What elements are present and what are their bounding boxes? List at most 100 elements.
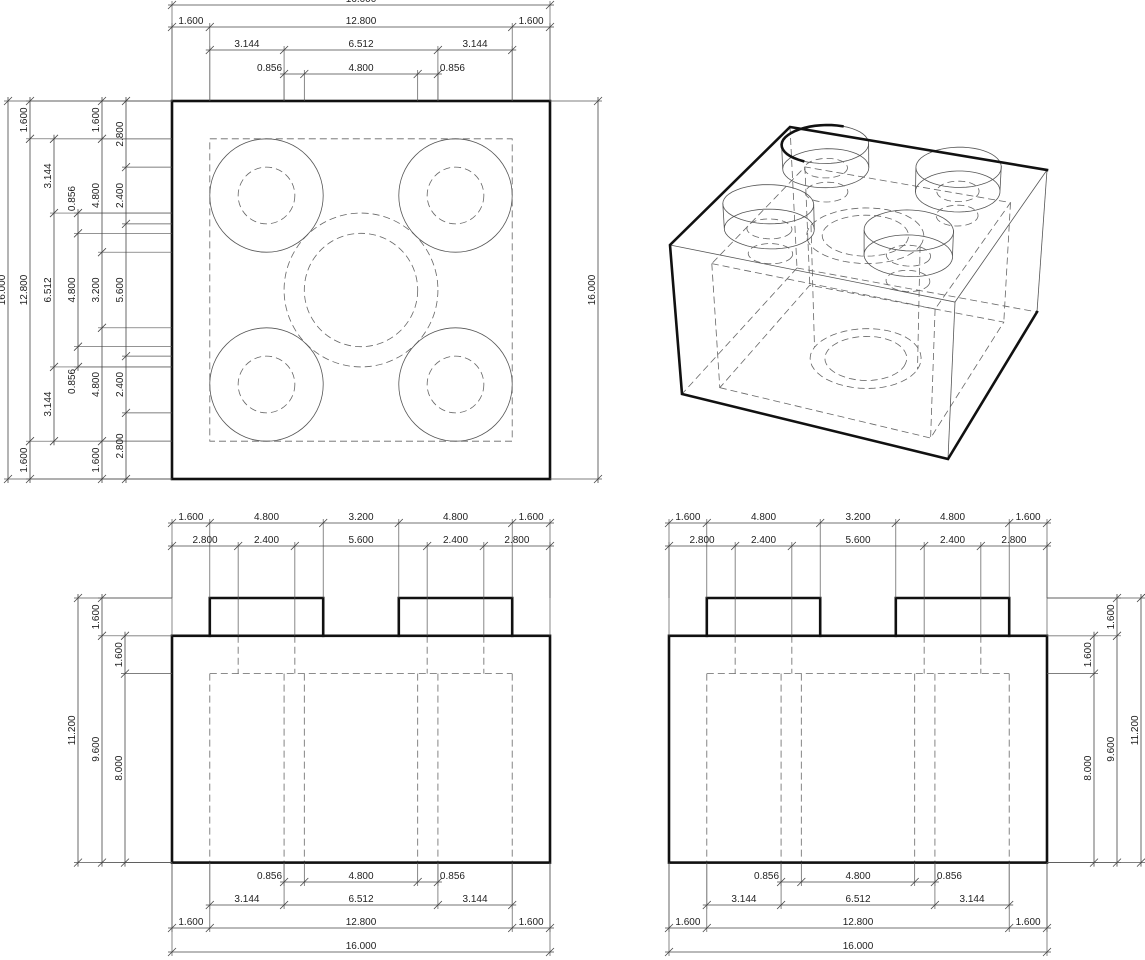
dimension-tick: [205, 923, 215, 933]
dimension-tick: [205, 22, 215, 32]
hidden-edge: [796, 267, 1038, 313]
stud-side: [999, 166, 1002, 191]
dimension-tick: [49, 134, 59, 144]
dimension-label: 3.144: [731, 894, 756, 905]
dimension-label: 11.200: [67, 715, 78, 745]
brick-outline: [170, 99, 552, 481]
dimension-tick: [49, 362, 59, 372]
dimension-tick: [73, 229, 83, 238]
dimension-label: 4.800: [254, 512, 279, 523]
dimension-label: 2.800: [1001, 535, 1026, 546]
hidden-stud-hole: [237, 355, 296, 414]
dimension-label: 12.800: [346, 917, 377, 928]
stud-outline: [398, 138, 513, 253]
dimension-label: 2.800: [115, 121, 126, 146]
dimension-tick: [73, 362, 83, 372]
dimension-label: 8.000: [114, 755, 125, 780]
silhouette-outline: [668, 125, 1049, 461]
dimension-tick: [97, 96, 107, 106]
dimension-label: 0.856: [937, 871, 962, 882]
hidden-tube-outer: [283, 212, 439, 368]
dimension-tick: [664, 518, 674, 528]
dimension-label: 1.600: [114, 642, 125, 667]
dimension-tick: [1112, 631, 1122, 641]
dimension-label: 6.512: [348, 894, 373, 905]
stud-outline: [894, 596, 1011, 638]
back-right-edge: [1036, 169, 1048, 313]
dimension-label: 3.144: [43, 163, 54, 188]
dimension-tick: [120, 631, 130, 641]
hidden-stud-hole: [936, 180, 980, 202]
dimension-tick: [25, 436, 35, 446]
dimension-label: 1.600: [675, 917, 700, 928]
dimension-label: 2.400: [443, 535, 468, 546]
hidden-cavity-outline: [719, 284, 1005, 439]
dimension-tick: [433, 69, 443, 79]
hidden-tube-inner: [303, 232, 419, 348]
brick-body-outline: [170, 634, 552, 864]
dimension-tick: [593, 96, 603, 106]
dimension-label: 2.800: [193, 535, 218, 546]
dimension-label: 0.856: [440, 871, 465, 882]
dimension-tick: [545, 22, 555, 32]
hidden-cavity-edge: [930, 308, 936, 439]
hidden-stud-hole: [804, 181, 849, 203]
dimension-label: 2.400: [115, 372, 126, 397]
dimension-tick: [787, 541, 797, 551]
isometric-view: [668, 123, 1049, 461]
dimension-label: 1.600: [91, 604, 102, 629]
dimension-label: 4.800: [940, 512, 965, 523]
dimension-label: 12.800: [843, 917, 874, 928]
stud-base-edge: [782, 148, 870, 189]
dimension-tick: [1004, 518, 1014, 528]
dimension-label: 4.800: [751, 512, 776, 523]
dimension-tick: [279, 45, 289, 55]
dimension-tick: [930, 900, 940, 910]
stud-base-edge: [863, 234, 953, 278]
dimension-tick: [1004, 923, 1014, 933]
dimension-tick: [167, 541, 177, 551]
dimension-label: 1.600: [519, 917, 544, 928]
dimension-tick: [121, 162, 131, 172]
dimension-tick: [97, 323, 107, 333]
dimension-label: 16.000: [843, 941, 874, 952]
hidden-edge: [681, 267, 798, 395]
dimension-label: 16.000: [346, 0, 377, 5]
dimension-label: 1.600: [1106, 604, 1117, 629]
stud-outline: [705, 596, 822, 638]
stud-outline: [397, 596, 514, 638]
hidden-stud-hole: [746, 218, 793, 240]
dimension-tick: [25, 474, 35, 484]
stud-base-edge: [915, 170, 1001, 213]
dimension-label: 16.000: [346, 941, 377, 952]
dimension-tick: [422, 541, 432, 551]
dimension-tick: [910, 877, 919, 887]
stud-outline: [209, 327, 324, 442]
dimension-label: 4.800: [67, 277, 78, 302]
dimension-tick: [1042, 947, 1052, 957]
dimension-tick: [167, 0, 177, 10]
dimension-label: 1.600: [1083, 642, 1094, 667]
hidden-cavity-edge: [711, 263, 721, 388]
dimension-label: 2.400: [254, 535, 279, 546]
dimension-label: 5.600: [845, 535, 870, 546]
dimension-tick: [97, 631, 107, 641]
dimension-tick: [97, 858, 107, 867]
dimension-tick: [413, 877, 422, 887]
hidden-stud-hole: [885, 244, 931, 267]
dimension-tick: [167, 22, 177, 32]
stud-side: [722, 203, 725, 229]
hidden-stud-hole: [237, 166, 296, 225]
stud-base-edge: [723, 208, 815, 250]
stud-side: [813, 204, 815, 230]
dimension-tick: [205, 45, 215, 55]
stud-silhouette: [780, 123, 844, 163]
dimension-tick: [730, 541, 740, 551]
dimension-tick: [120, 858, 130, 867]
dimension-label: 1.600: [178, 512, 203, 523]
dimension-label: 3.200: [91, 277, 102, 302]
dimension-label: 1.600: [19, 447, 30, 472]
dimension-label: 1.600: [91, 107, 102, 132]
